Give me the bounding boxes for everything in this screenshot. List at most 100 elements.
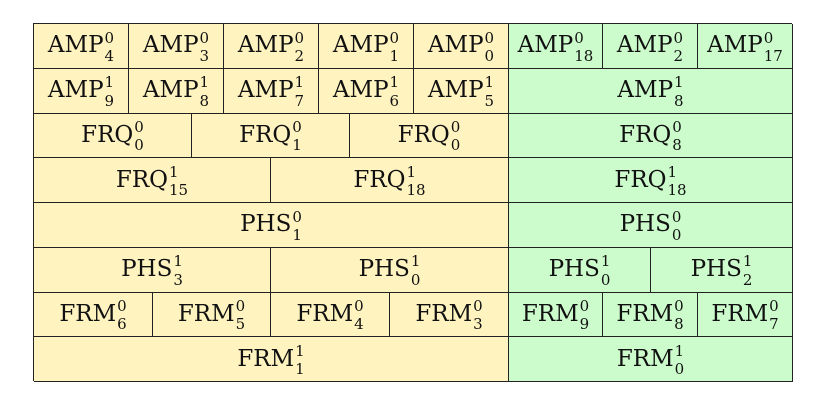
field-subscript: 3 bbox=[173, 270, 183, 289]
field-name: PHS bbox=[358, 256, 410, 283]
field-subscript: 1 bbox=[292, 225, 302, 244]
field-subscript: 2 bbox=[742, 270, 753, 289]
field-name: AMP bbox=[237, 77, 294, 104]
field-name: FRM bbox=[59, 300, 117, 327]
field-name: AMP bbox=[332, 32, 389, 59]
field-subscript: 1 bbox=[389, 46, 400, 65]
field-subscript: 0 bbox=[484, 46, 495, 65]
field-superscript: 1 bbox=[104, 73, 115, 92]
field-superscript: 0 bbox=[104, 28, 115, 47]
field-subscript: 0 bbox=[450, 136, 461, 155]
field-subscript: 8 bbox=[674, 91, 684, 110]
field-superscript: 1 bbox=[742, 252, 753, 271]
field-superscript: 0 bbox=[450, 118, 461, 137]
field-subscript: 0 bbox=[671, 225, 682, 244]
field-subscript: 5 bbox=[235, 315, 246, 334]
field-subscript: 18 bbox=[574, 46, 594, 65]
field-name: AMP bbox=[617, 77, 674, 104]
field-superscript: 1 bbox=[667, 162, 678, 181]
field-name: AMP bbox=[237, 32, 294, 59]
field-name: PHS bbox=[548, 256, 600, 283]
field-name: AMP bbox=[517, 32, 574, 59]
field-superscript: 0 bbox=[292, 118, 302, 137]
field-superscript: 1 bbox=[484, 73, 495, 92]
field-subscript: 6 bbox=[389, 91, 400, 110]
field-name: FRQ bbox=[397, 121, 450, 148]
field-superscript: 0 bbox=[294, 28, 305, 47]
field-superscript: 1 bbox=[199, 73, 210, 92]
field-subscript: 18 bbox=[667, 181, 687, 200]
field-subscript: 8 bbox=[672, 136, 682, 155]
field-superscript: 0 bbox=[117, 297, 127, 316]
field-subscript: 7 bbox=[294, 91, 305, 110]
field-name: FRQ bbox=[81, 121, 134, 148]
field-subscript: 7 bbox=[769, 315, 779, 334]
field-name: AMP bbox=[616, 32, 673, 59]
field-name: FRM bbox=[521, 300, 579, 327]
field-name: FRQ bbox=[353, 166, 406, 193]
field-superscript: 0 bbox=[134, 118, 144, 137]
field-name: FRQ bbox=[619, 121, 672, 148]
field-name: PHS bbox=[690, 256, 742, 283]
field-name: PHS bbox=[619, 211, 671, 238]
field-subscript: 9 bbox=[104, 91, 115, 110]
field-subscript: 1 bbox=[292, 136, 302, 155]
field-name: AMP bbox=[47, 32, 104, 59]
field-superscript: 1 bbox=[169, 162, 179, 181]
field-subscript: 18 bbox=[406, 181, 426, 200]
field-name: FRM bbox=[616, 345, 674, 372]
field-subscript: 2 bbox=[673, 46, 684, 65]
